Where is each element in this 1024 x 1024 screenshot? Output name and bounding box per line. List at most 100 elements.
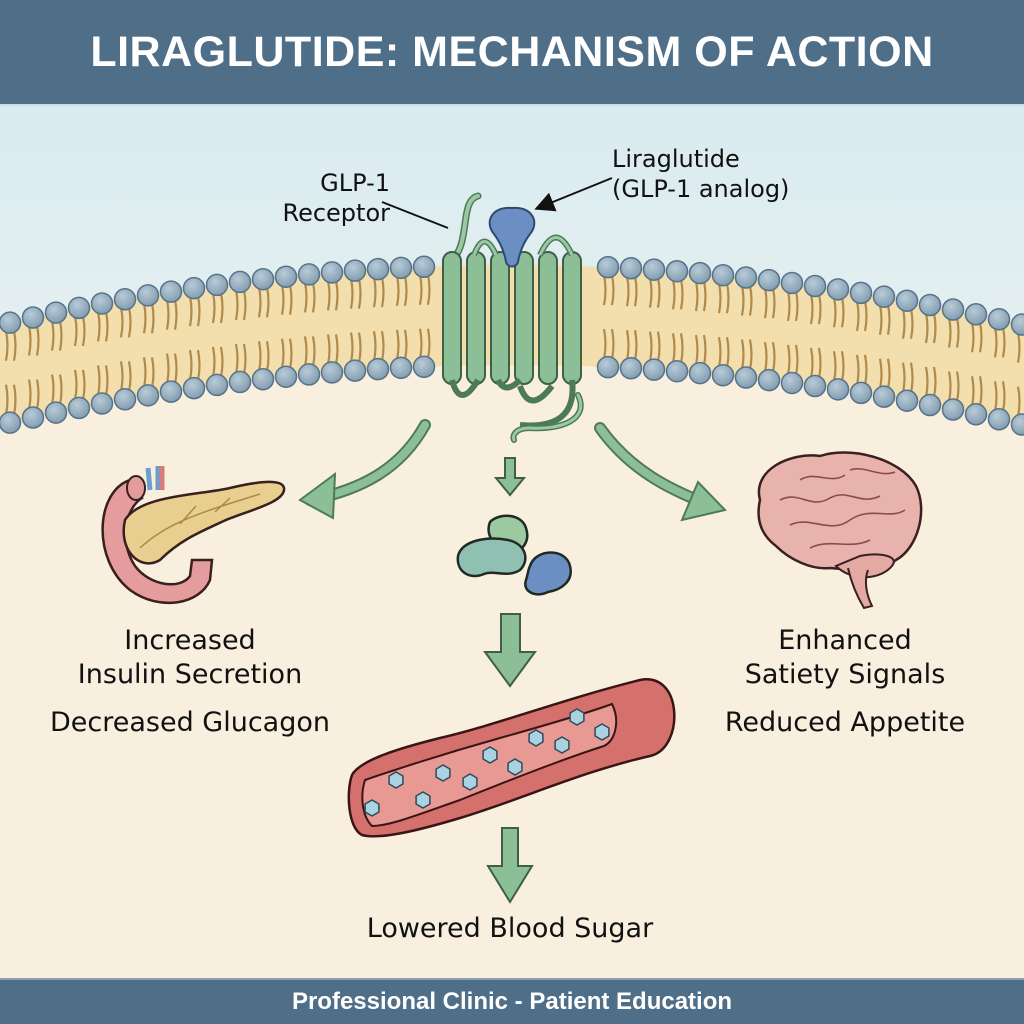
lipid-head (711, 263, 735, 287)
lipid-tail (380, 276, 385, 308)
lipid-head (964, 403, 988, 426)
glucose-molecule (554, 736, 570, 754)
receptor-label-line2: Receptor (282, 199, 390, 227)
lipid-tail (679, 333, 684, 364)
lipid-tail (1001, 327, 1006, 358)
lipid-tail (656, 331, 661, 362)
lipid-tail (932, 366, 937, 398)
lipid-head (136, 384, 160, 407)
lipid-head (0, 411, 22, 434)
lipid-heads (0, 255, 1024, 436)
lipid-head (0, 311, 22, 334)
lipid-tail (150, 303, 155, 334)
lipid-head (688, 361, 712, 385)
lipid-tail (633, 276, 638, 307)
lipid-head (757, 368, 781, 392)
lipid-tail (794, 344, 799, 376)
lipid-head (182, 376, 206, 400)
lipid-tail (840, 351, 845, 382)
lipid-bilayer-band (0, 265, 1024, 425)
lipid-head (941, 298, 965, 321)
lipid-tail (311, 282, 316, 313)
lipid-tail (81, 369, 86, 401)
receptor-helix (562, 251, 582, 385)
lipid-head (780, 371, 804, 395)
lipid-tail (219, 292, 224, 324)
lipid-head (251, 367, 275, 391)
lipid-tail (426, 328, 431, 359)
lipid-tail (35, 325, 40, 356)
lipid-head (274, 365, 298, 388)
pancreas-effect-glucagon: Decreased Glucagon (49, 707, 330, 738)
lipid-tail (35, 379, 40, 410)
lipid-head (1010, 313, 1024, 336)
drug-label-line1: Liraglutide (612, 145, 740, 173)
lipid-tail (633, 330, 638, 361)
lipid-tails (4, 274, 1021, 417)
receptor-label-line1: GLP-1 (320, 169, 390, 197)
signaling-proteins-icon (456, 514, 572, 596)
lipid-head (642, 358, 666, 381)
lipid-head (159, 280, 183, 303)
receptor-helix (490, 251, 510, 385)
lipid-tail (242, 343, 247, 375)
arrow-to-pancreas (298, 419, 431, 520)
lipid-head (734, 266, 758, 289)
lipid-head (895, 289, 919, 312)
lipid-tail (909, 362, 914, 393)
lipid-head (665, 359, 689, 383)
lipid-head (918, 393, 942, 417)
satiety-line1: Enhanced (778, 625, 912, 656)
lipid-tail (104, 365, 109, 396)
footer-text: Professional Clinic - Patient Education (291, 988, 733, 1015)
lipid-head (412, 355, 436, 379)
lipid-head (895, 389, 919, 412)
lipid-head (44, 301, 68, 324)
lipid-head (366, 357, 390, 381)
lipid-tail (702, 334, 707, 366)
lipid-head (619, 256, 643, 280)
lipid-tail (909, 308, 914, 339)
lipid-tail (403, 329, 408, 361)
glucose-molecule (462, 773, 478, 791)
lipid-head (251, 267, 275, 291)
lipid-head (366, 257, 390, 281)
lipid-tail (150, 357, 155, 388)
lipid-tail (771, 287, 776, 319)
lipid-head (964, 303, 988, 326)
glucose-molecule (569, 708, 585, 726)
lipid-head (872, 285, 896, 308)
lipid-head (205, 273, 229, 297)
lipid-head (412, 255, 436, 279)
lipid-head (67, 296, 91, 320)
lipid-head (665, 259, 689, 283)
lipid-head (849, 281, 873, 305)
lipid-head (734, 366, 758, 389)
lipid-head (987, 408, 1011, 431)
lipid-head (389, 256, 413, 280)
arrow-to-brain (594, 422, 727, 522)
lipid-tail (127, 307, 132, 338)
lipid-tail (748, 285, 753, 316)
lipid-tail (771, 341, 776, 373)
lipid-head (228, 270, 252, 294)
lipid-head (21, 406, 45, 429)
lipid-head (21, 306, 45, 329)
lipid-head (44, 401, 68, 424)
lipid-head (1010, 413, 1024, 436)
receptor-label: GLP-1 Receptor (240, 168, 390, 228)
lipid-tail (794, 290, 799, 322)
lipid-tail (173, 299, 178, 330)
lipid-head (320, 361, 344, 384)
lipid-tail (334, 280, 339, 311)
lipid-tail (12, 384, 17, 415)
lipid-tail (656, 277, 661, 308)
lipid-tail (1001, 381, 1006, 412)
lipid-tail (288, 338, 293, 369)
lipid-tail (725, 282, 730, 314)
footer-banner: Professional Clinic - Patient Education (0, 978, 1024, 1024)
glucose-molecule (364, 799, 380, 817)
outcome-label: Lowered Blood Sugar (366, 913, 654, 944)
lipid-tail (196, 349, 201, 381)
